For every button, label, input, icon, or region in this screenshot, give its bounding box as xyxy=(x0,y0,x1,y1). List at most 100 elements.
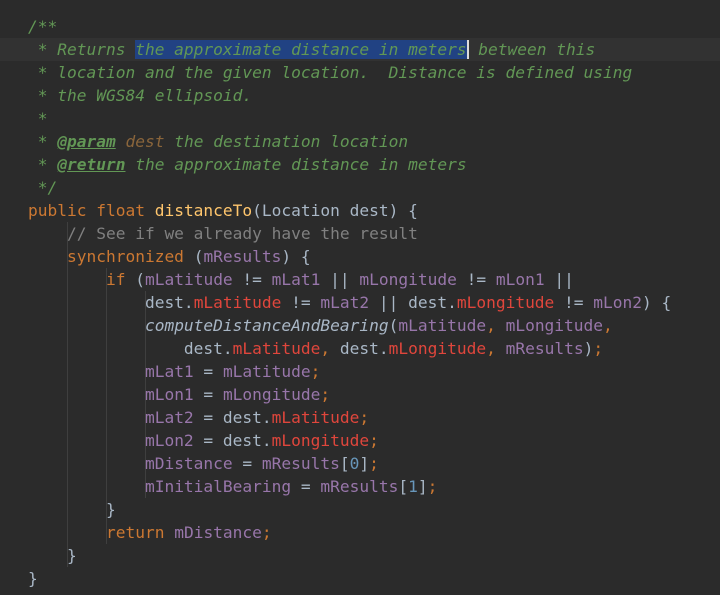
indent-guide xyxy=(106,268,107,291)
code-token: } xyxy=(28,500,116,519)
indent-guide xyxy=(106,383,107,406)
code-text: * location and the given location. Dista… xyxy=(28,61,633,84)
code-token: mResults xyxy=(505,339,584,358)
code-token: ) { xyxy=(281,247,311,266)
code-token: [ xyxy=(339,454,350,473)
code-token: [ xyxy=(398,477,409,496)
code-line[interactable]: // See if we already have the result xyxy=(0,222,720,245)
code-text: mDistance = mResults[0]; xyxy=(28,452,379,475)
code-text: * Returns the approximate distance in me… xyxy=(28,38,595,61)
code-token: ( xyxy=(193,247,204,266)
code-line[interactable]: * location and the given location. Dista… xyxy=(0,61,720,84)
code-token: public float xyxy=(28,201,155,220)
code-line[interactable]: dest.mLatitude != mLat2 || dest.mLongitu… xyxy=(0,291,720,314)
code-line[interactable]: mLat2 = dest.mLatitude; xyxy=(0,406,720,429)
indent-guide xyxy=(106,291,107,314)
code-line[interactable]: public float distanceTo(Location dest) { xyxy=(0,199,720,222)
code-line[interactable]: * @return the approximate distance in me… xyxy=(0,153,720,176)
code-token: ; xyxy=(369,454,379,473)
code-token: ) xyxy=(583,339,594,358)
code-token: dest. xyxy=(28,339,233,358)
code-line[interactable]: * Returns the approximate distance in me… xyxy=(0,38,720,61)
code-line[interactable]: } xyxy=(0,498,720,521)
code-token: mInitialBearing xyxy=(144,477,292,496)
code-token xyxy=(28,224,67,243)
code-line[interactable]: * the WGS84 ellipsoid. xyxy=(0,84,720,107)
indent-guide xyxy=(145,383,146,406)
code-token: , xyxy=(486,316,506,335)
code-token: mLongitude xyxy=(388,339,487,358)
code-token: */ xyxy=(28,178,58,197)
code-token: ( xyxy=(388,316,399,335)
indent-guide xyxy=(106,337,107,360)
code-token: = xyxy=(291,477,321,496)
code-line[interactable]: return mDistance; xyxy=(0,521,720,544)
code-token: mLatitude xyxy=(193,293,282,312)
indent-guide xyxy=(67,291,68,314)
code-token xyxy=(28,385,145,404)
text-caret xyxy=(466,40,469,59)
code-token: mLon2 xyxy=(593,293,643,312)
code-token: * xyxy=(28,132,58,151)
code-line[interactable]: if (mLatitude != mLat1 || mLongitude != … xyxy=(0,268,720,291)
code-token: dest. xyxy=(28,293,194,312)
code-line[interactable]: mLat1 = mLatitude; xyxy=(0,360,720,383)
code-token: mResults xyxy=(261,454,340,473)
code-text: computeDistanceAndBearing(mLatitude, mLo… xyxy=(28,314,613,337)
code-line[interactable]: computeDistanceAndBearing(mLatitude, mLo… xyxy=(0,314,720,337)
code-token: mLongitude xyxy=(359,270,457,289)
code-token: ; xyxy=(359,408,370,427)
code-token: || xyxy=(544,270,574,289)
code-text: mInitialBearing = mResults[1]; xyxy=(28,475,437,498)
code-token: // See if we already have the result xyxy=(66,224,418,243)
code-text: dest.mLatitude != mLat2 || dest.mLongitu… xyxy=(28,291,671,314)
code-token: synchronized xyxy=(66,247,194,266)
code-line[interactable]: mLon2 = dest.mLongitude; xyxy=(0,429,720,452)
code-token: mLatitude xyxy=(398,316,487,335)
code-token: dest. xyxy=(339,339,389,358)
code-text: */ xyxy=(28,176,58,199)
code-line[interactable]: */ xyxy=(0,176,720,199)
code-token xyxy=(28,316,145,335)
code-token: mDistance xyxy=(174,523,262,542)
code-token: , xyxy=(320,339,340,358)
code-line[interactable]: /** xyxy=(0,15,720,38)
indent-guide xyxy=(145,475,146,498)
code-line[interactable]: } xyxy=(0,544,720,567)
code-token: /** xyxy=(28,17,58,36)
code-token: != xyxy=(281,293,321,312)
code-token: @param xyxy=(57,132,116,151)
code-text: * @return the approximate distance in me… xyxy=(28,153,467,176)
code-line[interactable]: * @param dest the destination location xyxy=(0,130,720,153)
indent-guide xyxy=(106,521,107,544)
code-token: } xyxy=(28,569,38,588)
code-line[interactable]: mInitialBearing = mResults[1]; xyxy=(0,475,720,498)
code-token: * the WGS84 ellipsoid. xyxy=(28,86,253,105)
code-line[interactable]: * xyxy=(0,107,720,130)
code-token: mResults xyxy=(320,477,399,496)
indent-guide xyxy=(106,360,107,383)
indent-guide xyxy=(67,521,68,544)
code-line[interactable]: dest.mLatitude, dest.mLongitude, mResult… xyxy=(0,337,720,360)
code-token: mDistance xyxy=(144,454,233,473)
code-token: 1 xyxy=(408,477,418,496)
code-token: if xyxy=(105,270,136,289)
code-line[interactable]: mDistance = mResults[0]; xyxy=(0,452,720,475)
code-token: ( xyxy=(135,270,145,289)
code-token: mLongitude xyxy=(505,316,604,335)
indent-guide xyxy=(106,452,107,475)
code-token: = dest. xyxy=(193,408,272,427)
code-token: 0 xyxy=(349,454,360,473)
code-text: * the WGS84 ellipsoid. xyxy=(28,84,252,107)
code-token: * location and the given location. Dista… xyxy=(28,63,633,82)
code-token: || xyxy=(320,270,360,289)
indent-guide xyxy=(106,475,107,498)
code-line[interactable]: synchronized (mResults) { xyxy=(0,245,720,268)
code-line[interactable]: mLon1 = mLongitude; xyxy=(0,383,720,406)
code-text: public float distanceTo(Location dest) { xyxy=(28,199,418,222)
code-token: mLat1 xyxy=(144,362,194,381)
code-line[interactable]: } xyxy=(0,567,720,590)
code-token: , xyxy=(603,316,613,335)
code-token: mLatitude xyxy=(232,339,321,358)
